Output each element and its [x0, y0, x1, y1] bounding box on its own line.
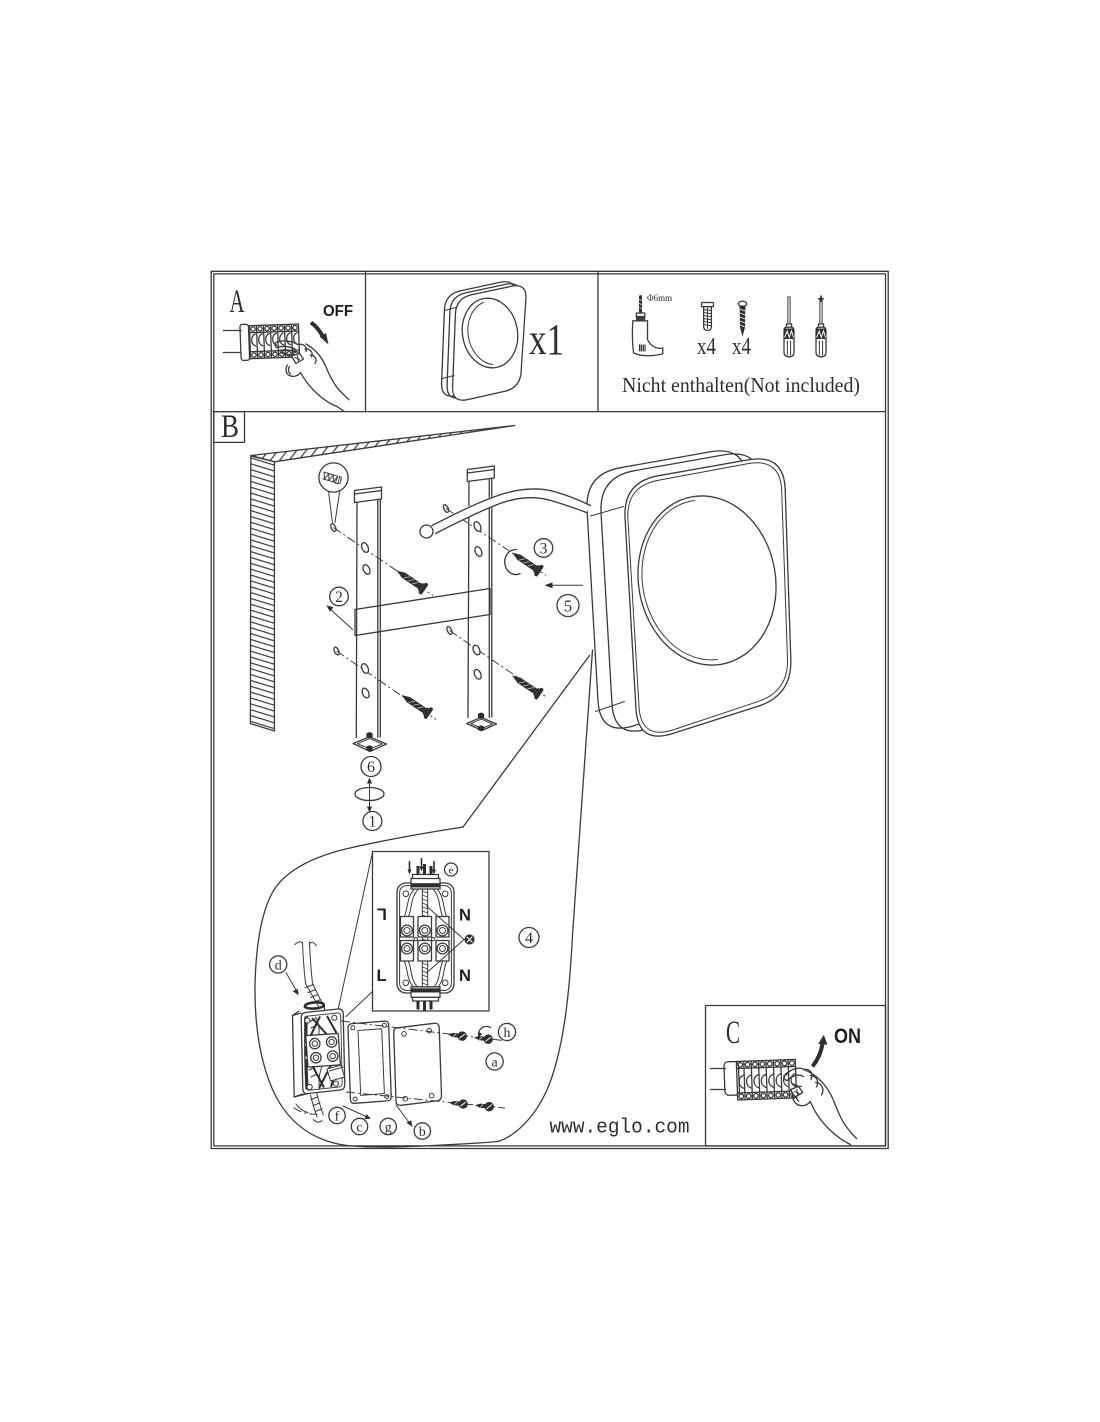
svg-text:OFF: OFF: [323, 303, 353, 320]
svg-text:b: b: [419, 1125, 426, 1140]
svg-text:ON: ON: [834, 1025, 861, 1048]
svg-text:1: 1: [369, 814, 377, 831]
svg-text:A: A: [230, 284, 245, 320]
svg-text:x1: x1: [529, 315, 564, 364]
svg-text:d: d: [275, 959, 282, 974]
svg-text:h: h: [504, 1026, 511, 1041]
svg-text:Nicht enthalten(Not included): Nicht enthalten(Not included): [622, 373, 860, 397]
svg-text:www.eglo.com: www.eglo.com: [550, 1117, 690, 1140]
svg-text:c: c: [356, 1121, 362, 1136]
svg-text:L: L: [377, 967, 387, 985]
svg-text:B: B: [221, 409, 239, 445]
svg-text:L: L: [377, 904, 387, 922]
svg-text:3: 3: [540, 541, 548, 558]
svg-text:2: 2: [335, 589, 343, 606]
svg-text:5: 5: [564, 597, 572, 616]
svg-text:Φ6mm: Φ6mm: [647, 293, 672, 303]
svg-text:N: N: [459, 967, 471, 985]
svg-text:f: f: [335, 1110, 340, 1125]
svg-text:e: e: [449, 865, 454, 877]
svg-text:g: g: [385, 1121, 392, 1136]
svg-text:x4: x4: [732, 334, 751, 360]
svg-text:x4: x4: [697, 334, 716, 360]
svg-text:6: 6: [367, 759, 375, 776]
svg-text:a: a: [491, 1056, 498, 1071]
svg-text:C: C: [726, 1015, 740, 1051]
svg-text:N: N: [459, 907, 471, 925]
svg-text:4: 4: [525, 930, 533, 947]
